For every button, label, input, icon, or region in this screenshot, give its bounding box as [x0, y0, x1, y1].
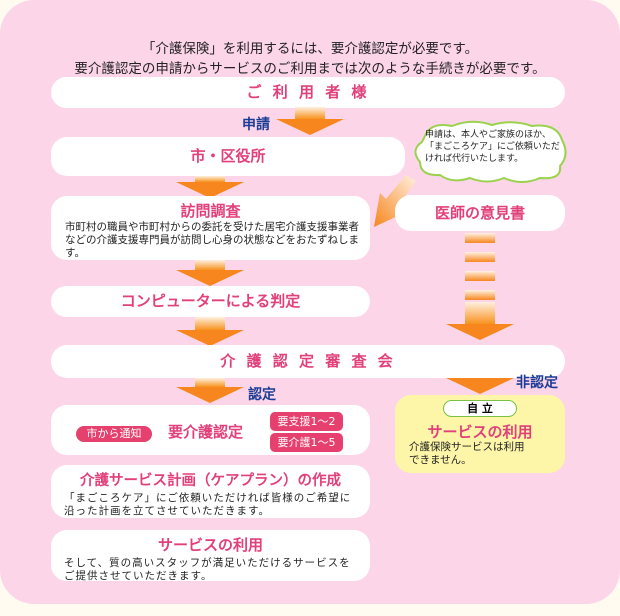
independent-title: サービスの利用	[427, 423, 533, 441]
intro-line-2: 要介護認定の申請からサービスのご利用までは次のような手続きが必要です。	[74, 61, 546, 77]
step-committee-title: 介 護 認 定 審 査 会	[220, 352, 396, 370]
dash-segment	[465, 271, 495, 281]
arrow-down-icon	[176, 378, 244, 403]
dash-segment	[465, 233, 495, 243]
arrow-down-icon	[176, 317, 244, 346]
notice-pill: 市から通知	[76, 426, 152, 442]
step-computer: コンピューターによる判定	[51, 286, 370, 317]
service-desc: そして、質の高いスタッフが満足いただけるサービスをご提供させていただきます。	[64, 557, 351, 582]
step-careplan: 介護サービス計画（ケアプラン）の作成 「まごころケア」にご依頼いただければ皆様の…	[51, 465, 370, 518]
arrow-down-icon	[176, 176, 244, 198]
service-title: サービスの利用	[157, 536, 263, 554]
step-office-title: 市・区役所	[190, 147, 266, 165]
arrow-down-icon	[276, 107, 344, 135]
certification-title: 要介護認定	[168, 423, 244, 441]
independent-pill: 自 立	[443, 400, 517, 417]
step-user-title: ご 利 用 者 様	[246, 83, 370, 101]
step-visit-desc: 市町村の職員や市町村からの委託を受けた居宅介護支援事業者などの介護支援専門員が訪…	[65, 221, 359, 259]
apply-label: 申請	[242, 117, 270, 133]
independent-desc: 介護保険サービスは利用できません。	[409, 441, 525, 466]
cloud-note: 申請は、本人やご家族のほか、「まごころケア」にご依頼いただければ代行いたします。	[425, 130, 560, 164]
cloud-bubble-icon	[414, 120, 567, 183]
step-doctor: 医師の意見書	[395, 195, 565, 231]
step-user: ご 利 用 者 様	[51, 77, 565, 108]
careplan-desc: 「まごころケア」にご依頼いただければ皆様のご希望に沿った計画を立てさせていただき…	[64, 492, 352, 517]
support-level-badge: 要支援1～2	[270, 412, 343, 431]
intro-line-1: 「介護保険」を利用するには、要介護認定が必要です。	[141, 41, 479, 57]
arrow-down-icon	[446, 302, 514, 340]
dash-segment	[465, 252, 495, 262]
arrow-down-icon	[176, 260, 244, 286]
step-committee: 介 護 認 定 審 査 会	[51, 345, 565, 378]
rejected-label: 非認定	[516, 375, 558, 391]
step-office: 市・区役所	[51, 137, 405, 176]
step-independent: 自 立 サービスの利用 介護保険サービスは利用できません。	[395, 395, 565, 473]
diagonal-arrow-icon	[374, 175, 416, 227]
dash-segment	[465, 290, 495, 300]
step-visit-title: 訪問調査	[180, 202, 241, 220]
care-level-badge: 要介護1～5	[270, 433, 343, 452]
step-computer-title: コンピューターによる判定	[120, 292, 301, 310]
step-visit: 訪問調査 市町村の職員や市町村からの委託を受けた居宅介護支援事業者などの介護支援…	[51, 196, 370, 260]
arrow-down-icon	[446, 378, 514, 394]
careplan-title: 介護サービス計画（ケアプラン）の作成	[80, 473, 341, 489]
step-service: サービスの利用 そして、質の高いスタッフが満足いただけるサービスをご提供させてい…	[51, 530, 370, 582]
approved-label: 認定	[248, 387, 276, 403]
step-doctor-title: 医師の意見書	[434, 204, 525, 222]
